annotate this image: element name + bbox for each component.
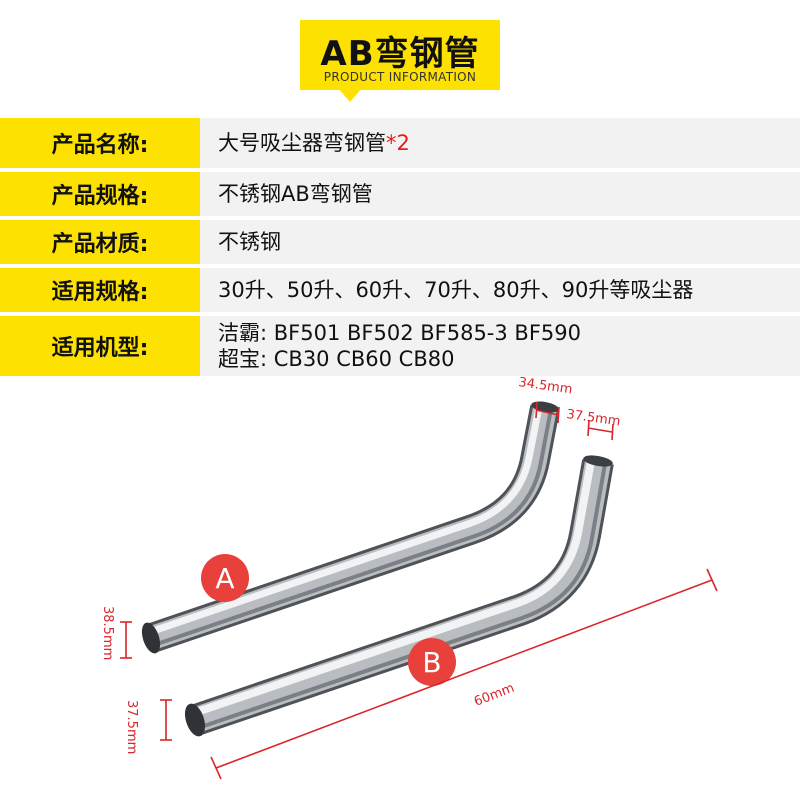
- spec-row-compat-size: 适用规格: 30升、50升、60升、70升、80升、90升等吸尘器: [0, 268, 800, 312]
- spec-label: 适用规格:: [0, 268, 200, 312]
- spec-value-text: 大号吸尘器弯钢管: [218, 131, 386, 155]
- pipe-b: [184, 455, 614, 737]
- spec-value: 30升、50升、60升、70升、80升、90升等吸尘器: [218, 278, 694, 302]
- dim-length: 60mm: [472, 681, 516, 710]
- model-line-jieba: 洁霸: BF501 BF502 BF585-3 BF590: [218, 321, 581, 345]
- pipe-a: [141, 401, 560, 654]
- product-title: AB弯钢管: [320, 34, 480, 74]
- marker-a: A: [201, 554, 249, 602]
- spec-row-material: 产品材质: 不锈钢: [0, 220, 800, 264]
- spec-row-compat-models: 适用机型: 洁霸: BF501 BF502 BF585-3 BF590 超宝: …: [0, 316, 800, 376]
- spec-row-spec: 产品规格: 不锈钢AB弯钢管: [0, 172, 800, 216]
- spec-label: 产品名称:: [0, 118, 200, 168]
- spec-value: 不锈钢: [218, 230, 281, 254]
- quantity-mark: *2: [386, 131, 410, 155]
- marker-b: B: [408, 638, 456, 686]
- model-line-chaobao: 超宝: CB30 CB60 CB80: [218, 347, 455, 371]
- dim-b-end: 37.5mm: [124, 700, 139, 754]
- dimension-lines: [120, 401, 718, 780]
- dim-a-top: 34.5mm: [517, 375, 573, 397]
- spec-row-name: 产品名称: 大号吸尘器弯钢管*2: [0, 118, 800, 168]
- spec-label: 适用机型:: [0, 316, 200, 376]
- marker-a-label: A: [215, 562, 234, 595]
- pipe-photo: A B 34.5mm 37.5mm 38.5mm 37.5mm 60mm: [100, 375, 718, 780]
- product-subtitle: PRODUCT INFORMATION: [323, 70, 477, 84]
- banner-background: [300, 20, 500, 90]
- dim-b-top: 37.5mm: [565, 407, 621, 429]
- spec-value: 洁霸: BF501 BF502 BF585-3 BF590 超宝: CB30 C…: [218, 316, 790, 376]
- spec-label: 产品材质:: [0, 220, 200, 264]
- spec-label: 产品规格:: [0, 172, 200, 216]
- banner-pointer: [338, 88, 362, 102]
- spec-value: 不锈钢AB弯钢管: [218, 182, 373, 206]
- marker-b-label: B: [422, 646, 441, 679]
- spec-value: 大号吸尘器弯钢管*2: [218, 118, 790, 168]
- dim-a-end: 38.5mm: [100, 606, 115, 660]
